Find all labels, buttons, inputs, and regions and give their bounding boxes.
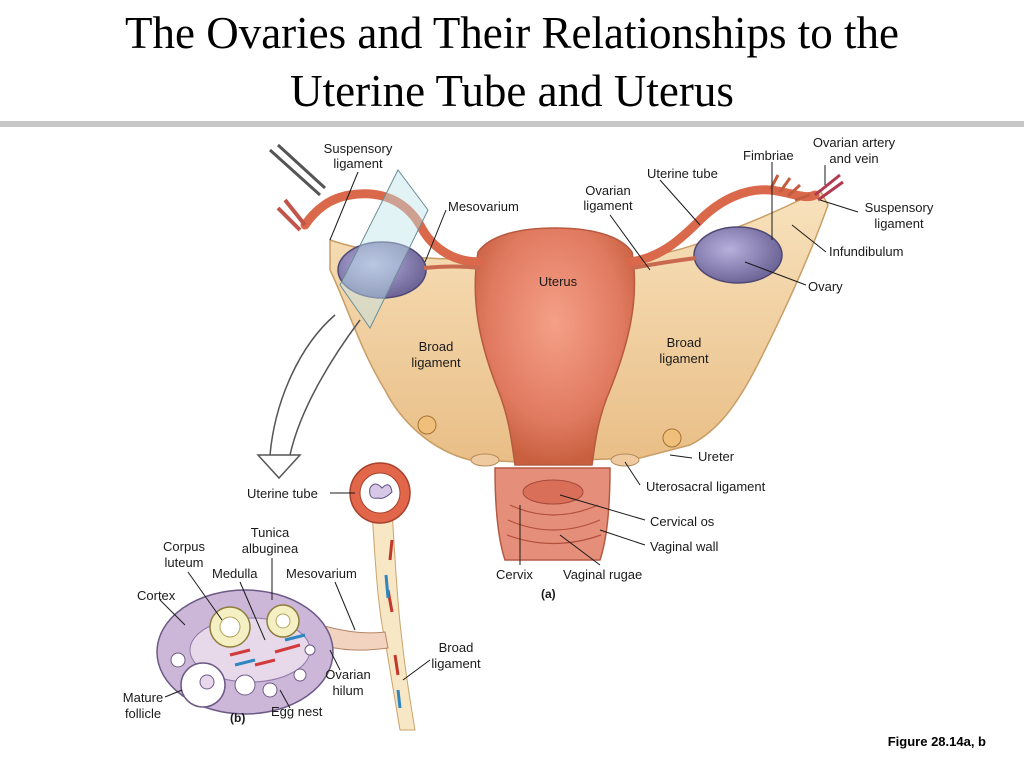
title-line-1: The Ovaries and Their Relationships to t… <box>125 8 899 58</box>
uterus-shape <box>474 227 636 466</box>
label-mature-2: follicle <box>125 706 161 721</box>
ovarian-vessels <box>814 173 844 202</box>
label-cervical-os: Cervical os <box>650 514 715 529</box>
label-broad-right-1: Broad <box>667 335 702 350</box>
right-ovary-shape <box>693 226 783 284</box>
label-uterine-tube-b: Uterine tube <box>247 486 318 501</box>
label-medulla: Medulla <box>212 566 258 581</box>
left-uterine-tube <box>300 189 485 267</box>
cervical-os-shape <box>522 479 584 505</box>
section-plane <box>339 169 429 329</box>
label-tunica-2: albuginea <box>242 541 299 556</box>
label-vaginal-wall: Vaginal wall <box>650 539 719 554</box>
label-cortex: Cortex <box>137 588 176 603</box>
clamp-icon <box>268 143 327 197</box>
section-arrow <box>269 314 361 456</box>
label-broad-left-2: ligament <box>411 355 461 370</box>
vaginal-rugae-lines <box>506 504 602 545</box>
fimbriae-shape <box>768 174 811 202</box>
left-ureter <box>417 415 437 435</box>
label-uterosacral: Uterosacral ligament <box>646 479 766 494</box>
label-broad-left-1: Broad <box>419 339 454 354</box>
label-egg-nest: Egg nest <box>271 704 323 719</box>
figure-caption: Figure 28.14a, b <box>887 734 986 749</box>
right-uterine-tube <box>625 185 820 267</box>
figure-a-leaders <box>329 162 859 566</box>
label-ovarian-ligament-1: Ovarian <box>585 183 631 198</box>
label-corpus-2: luteum <box>164 555 203 570</box>
right-ureter <box>662 428 682 448</box>
label-ureter: Ureter <box>698 449 735 464</box>
label-mesovarium-b: Mesovarium <box>286 566 357 581</box>
figure-b-labels: Uterine tube Tunica albuginea Corpus lut… <box>123 486 481 725</box>
label-suspensory-right-1: Suspensory <box>865 200 934 215</box>
label-ovarian-hilum-1: Ovarian <box>325 667 371 682</box>
label-broad-b-1: Broad <box>439 640 474 655</box>
label-corpus-1: Corpus <box>163 539 205 554</box>
label-broad-right-2: ligament <box>659 351 709 366</box>
label-suspensory-left-2: ligament <box>333 156 383 171</box>
title-line-2: Uterine Tube and Uterus <box>290 66 734 116</box>
label-suspensory-left-1: Suspensory <box>324 141 393 156</box>
label-ovarian-artery-1: Ovarian artery <box>813 135 896 150</box>
label-fimbriae: Fimbriae <box>743 148 794 163</box>
left-vessels <box>276 198 307 232</box>
page-title: The Ovaries and Their Relationships to t… <box>0 4 1024 120</box>
label-ovarian-ligament-2: ligament <box>583 198 633 213</box>
panel-label-a: (a) <box>541 587 556 601</box>
broad-ligament-strip <box>371 509 416 731</box>
label-ovarian-artery-2: and vein <box>829 151 878 166</box>
label-uterus: Uterus <box>539 274 578 289</box>
panel-label-b: (b) <box>230 711 245 725</box>
label-cervix: Cervix <box>496 567 533 582</box>
title-divider <box>0 121 1024 127</box>
figure-b-leaders <box>159 492 431 709</box>
arrow-head <box>256 454 302 480</box>
left-ovary-shape <box>337 241 427 299</box>
label-mature-1: Mature <box>123 690 163 705</box>
label-ovary: Ovary <box>808 279 843 294</box>
figure-a-drawing <box>256 143 844 561</box>
label-broad-b-2: ligament <box>431 656 481 671</box>
label-ovarian-hilum-2: hilum <box>332 683 363 698</box>
figure-b-drawing <box>156 462 416 731</box>
figure-a-labels: Suspensory ligament Mesovarium Ovarian l… <box>324 135 934 601</box>
label-uterine-tube-a: Uterine tube <box>647 166 718 181</box>
label-tunica-1: Tunica <box>251 525 290 540</box>
label-vaginal-rugae: Vaginal rugae <box>563 567 642 582</box>
label-mesovarium-a: Mesovarium <box>448 199 519 214</box>
label-suspensory-right-2: ligament <box>874 216 924 231</box>
label-infundibulum: Infundibulum <box>829 244 903 259</box>
